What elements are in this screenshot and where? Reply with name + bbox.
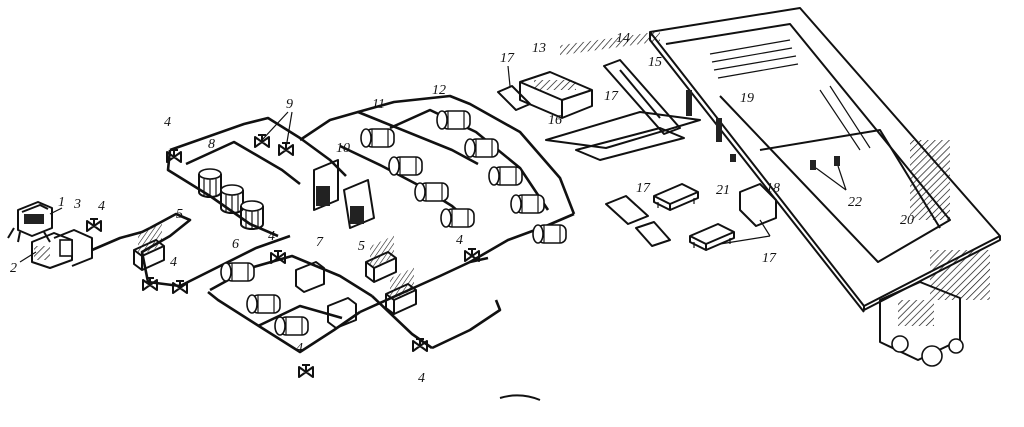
callout-4g: 4: [456, 233, 463, 248]
callout-10: 10: [336, 141, 350, 156]
callout-4: 4: [98, 199, 105, 214]
drum-group-8: [198, 168, 264, 230]
callout-15: 15: [648, 55, 662, 70]
tank-group-11: [360, 128, 475, 228]
callout-16: 16: [548, 113, 562, 128]
callout-1: 1: [58, 195, 65, 210]
callout-19: 19: [740, 91, 754, 106]
callout-4d: 4: [268, 229, 275, 244]
callout-21: 21: [716, 183, 730, 198]
callout-17b: 17: [604, 89, 619, 104]
callout-17c: 17: [636, 181, 651, 196]
pipeline-network: [91, 94, 576, 354]
callout-13: 13: [532, 41, 546, 56]
callout-2: 2: [10, 261, 17, 276]
callout-18: 18: [766, 181, 780, 196]
callout-7: 7: [316, 235, 324, 250]
loose-mark: [499, 394, 541, 401]
callout-20: 20: [900, 213, 914, 228]
leader-lines: [19, 65, 847, 263]
callout-17d: 17: [762, 251, 777, 266]
callout-17: 17: [500, 51, 515, 66]
callout-9: 9: [286, 97, 293, 112]
callout-8: 8: [208, 137, 215, 152]
trays-and-conveyors: [497, 31, 777, 251]
callout-14: 14: [616, 31, 630, 46]
callout-4f: 4: [418, 371, 425, 386]
callout-22: 22: [848, 195, 862, 210]
pump-unit-1: [7, 201, 93, 269]
unit-group-7: [295, 261, 357, 329]
column-units-10: [313, 159, 375, 229]
refrigerated-truck: [879, 281, 964, 367]
cold-storage-building: [649, 7, 1001, 313]
callout-5b: 5: [358, 239, 365, 254]
callout-labels: 1 2 3 4 4 4 4 4 4 4 5 5 6 7 8 9 10 11 12…: [10, 31, 914, 386]
callout-4e: 4: [296, 341, 303, 356]
callout-6: 6: [232, 237, 239, 252]
callout-12: 12: [432, 83, 446, 98]
callout-4c: 4: [170, 255, 177, 270]
callout-11: 11: [372, 97, 385, 112]
callout-4b: 4: [164, 115, 171, 130]
callout-3: 3: [73, 197, 81, 212]
callout-5: 5: [176, 207, 183, 222]
